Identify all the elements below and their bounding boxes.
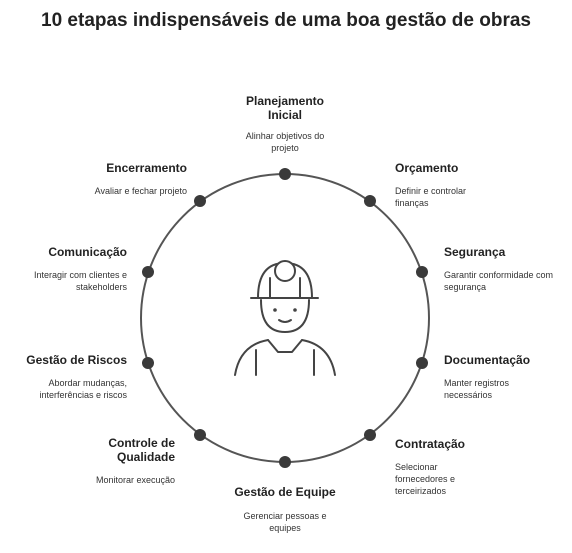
step-description: Definir e controlar finanças [395,186,467,208]
step-description: Gerenciar pessoas e equipes [243,511,327,533]
step-contratacao: Contratação Selecionar fornecedores e te… [395,437,495,497]
step-orcamento: Orçamento Definir e controlar finanças [395,161,515,209]
step-description: Abordar mudanças, interferências e risco… [39,378,127,400]
dot-encerramento [194,195,206,207]
dot-orcamento [364,195,376,207]
step-description: Selecionar fornecedores e terceirizados [395,462,456,496]
step-title: Segurança [444,245,506,259]
step-title: Orçamento [395,161,459,175]
step-title: Comunicação [48,245,127,259]
dot-gestao-equipe [279,456,291,468]
step-planejamento-inicial: Planejamento Inicial Alinhar objetivos d… [232,94,338,154]
dot-planejamento [279,168,291,180]
step-title: Gestão de Riscos [26,353,127,367]
step-controle-de-qualidade: Controle de Qualidade Monitorar execução [75,436,175,486]
step-description: Avaliar e fechar projeto [94,186,187,196]
step-gestao-de-riscos: Gestão de Riscos Abordar mudanças, inter… [10,353,127,401]
dot-comunicacao [142,266,154,278]
step-dots [142,168,428,468]
step-description: Alinhar objetivos do projeto [245,131,325,153]
step-title: Contratação [395,437,466,451]
step-title: Encerramento [106,161,187,175]
step-description: Monitorar execução [95,475,175,485]
step-encerramento: Encerramento Avaliar e fechar projeto [56,161,187,197]
step-seguranca: Segurança Garantir conformidade com segu… [444,245,564,293]
dot-contratacao [364,429,376,441]
cycle-ring [140,173,430,463]
step-title: Gestão de Equipe [234,485,336,499]
dot-gestao-riscos [142,357,154,369]
step-comunicacao: Comunicação Interagir com clientes e sta… [10,245,127,293]
dot-documentacao [416,357,428,369]
page-title: 10 etapas indispensáveis de uma boa gest… [41,10,531,31]
step-title: Documentação [444,353,531,367]
step-gestao-de-equipe: Gestão de Equipe Gerenciar pessoas e equ… [220,485,350,534]
step-documentacao: Documentação Manter registros necessário… [444,353,564,401]
step-description: Manter registros necessários [444,378,510,400]
dot-controle-qualidade [194,429,206,441]
step-description: Interagir com clientes e stakeholders [33,270,127,292]
construction-worker-icon [234,260,336,376]
step-title: Planejamento Inicial [245,94,325,122]
step-title: Controle de Qualidade [108,436,175,464]
dot-seguranca [416,266,428,278]
step-description: Garantir conformidade com segurança [444,270,554,292]
